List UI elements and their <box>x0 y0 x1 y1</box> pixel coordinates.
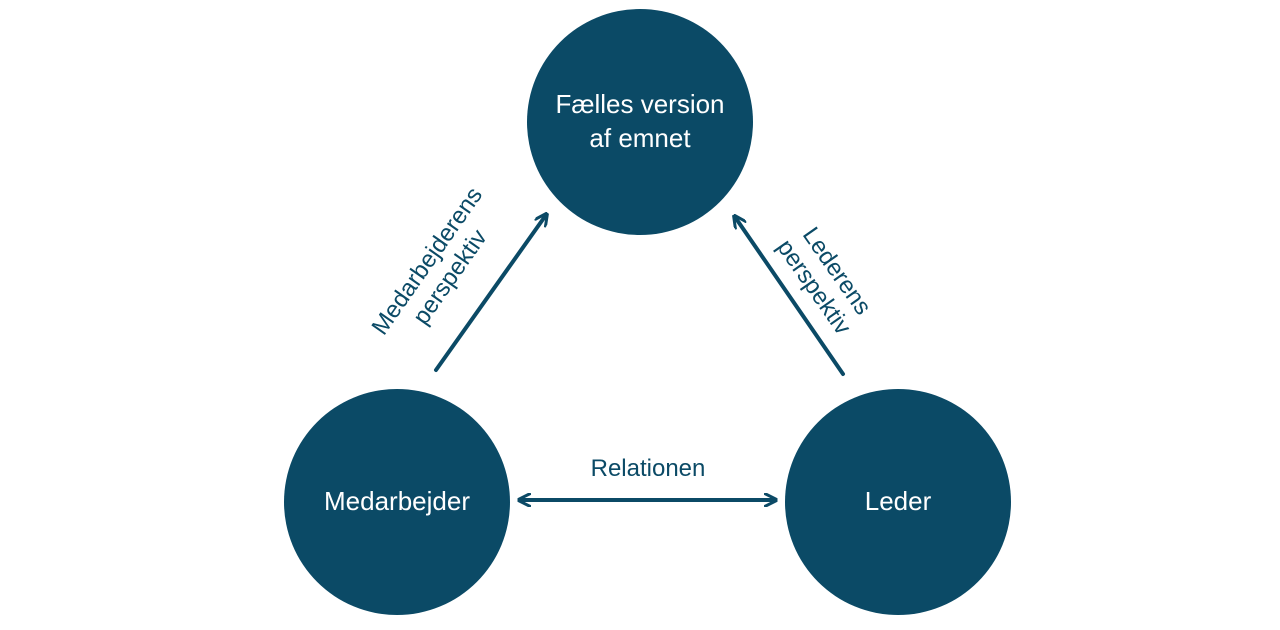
node-left-circle <box>284 389 510 615</box>
node-top-circle <box>527 9 753 235</box>
node-left: Medarbejder <box>284 389 510 615</box>
node-right-circle <box>785 389 1011 615</box>
edge-bottom-label: Relationen <box>591 455 706 482</box>
edge-right-up-arrow <box>735 217 845 376</box>
node-left-label: Medarbejder <box>324 486 470 516</box>
node-right: Leder <box>785 389 1011 615</box>
edge-left-up-arrow <box>434 215 546 372</box>
edge-right-up-label: Lederens perspektiv <box>771 222 876 339</box>
node-top-label-line1: Fælles version <box>555 89 724 119</box>
node-top: Fælles version af emnet <box>527 9 753 235</box>
node-right-label: Leder <box>865 486 932 516</box>
edge-left-up-label: Medarbejderens perspektiv <box>367 182 493 340</box>
node-top-label-line2: af emnet <box>589 123 691 153</box>
